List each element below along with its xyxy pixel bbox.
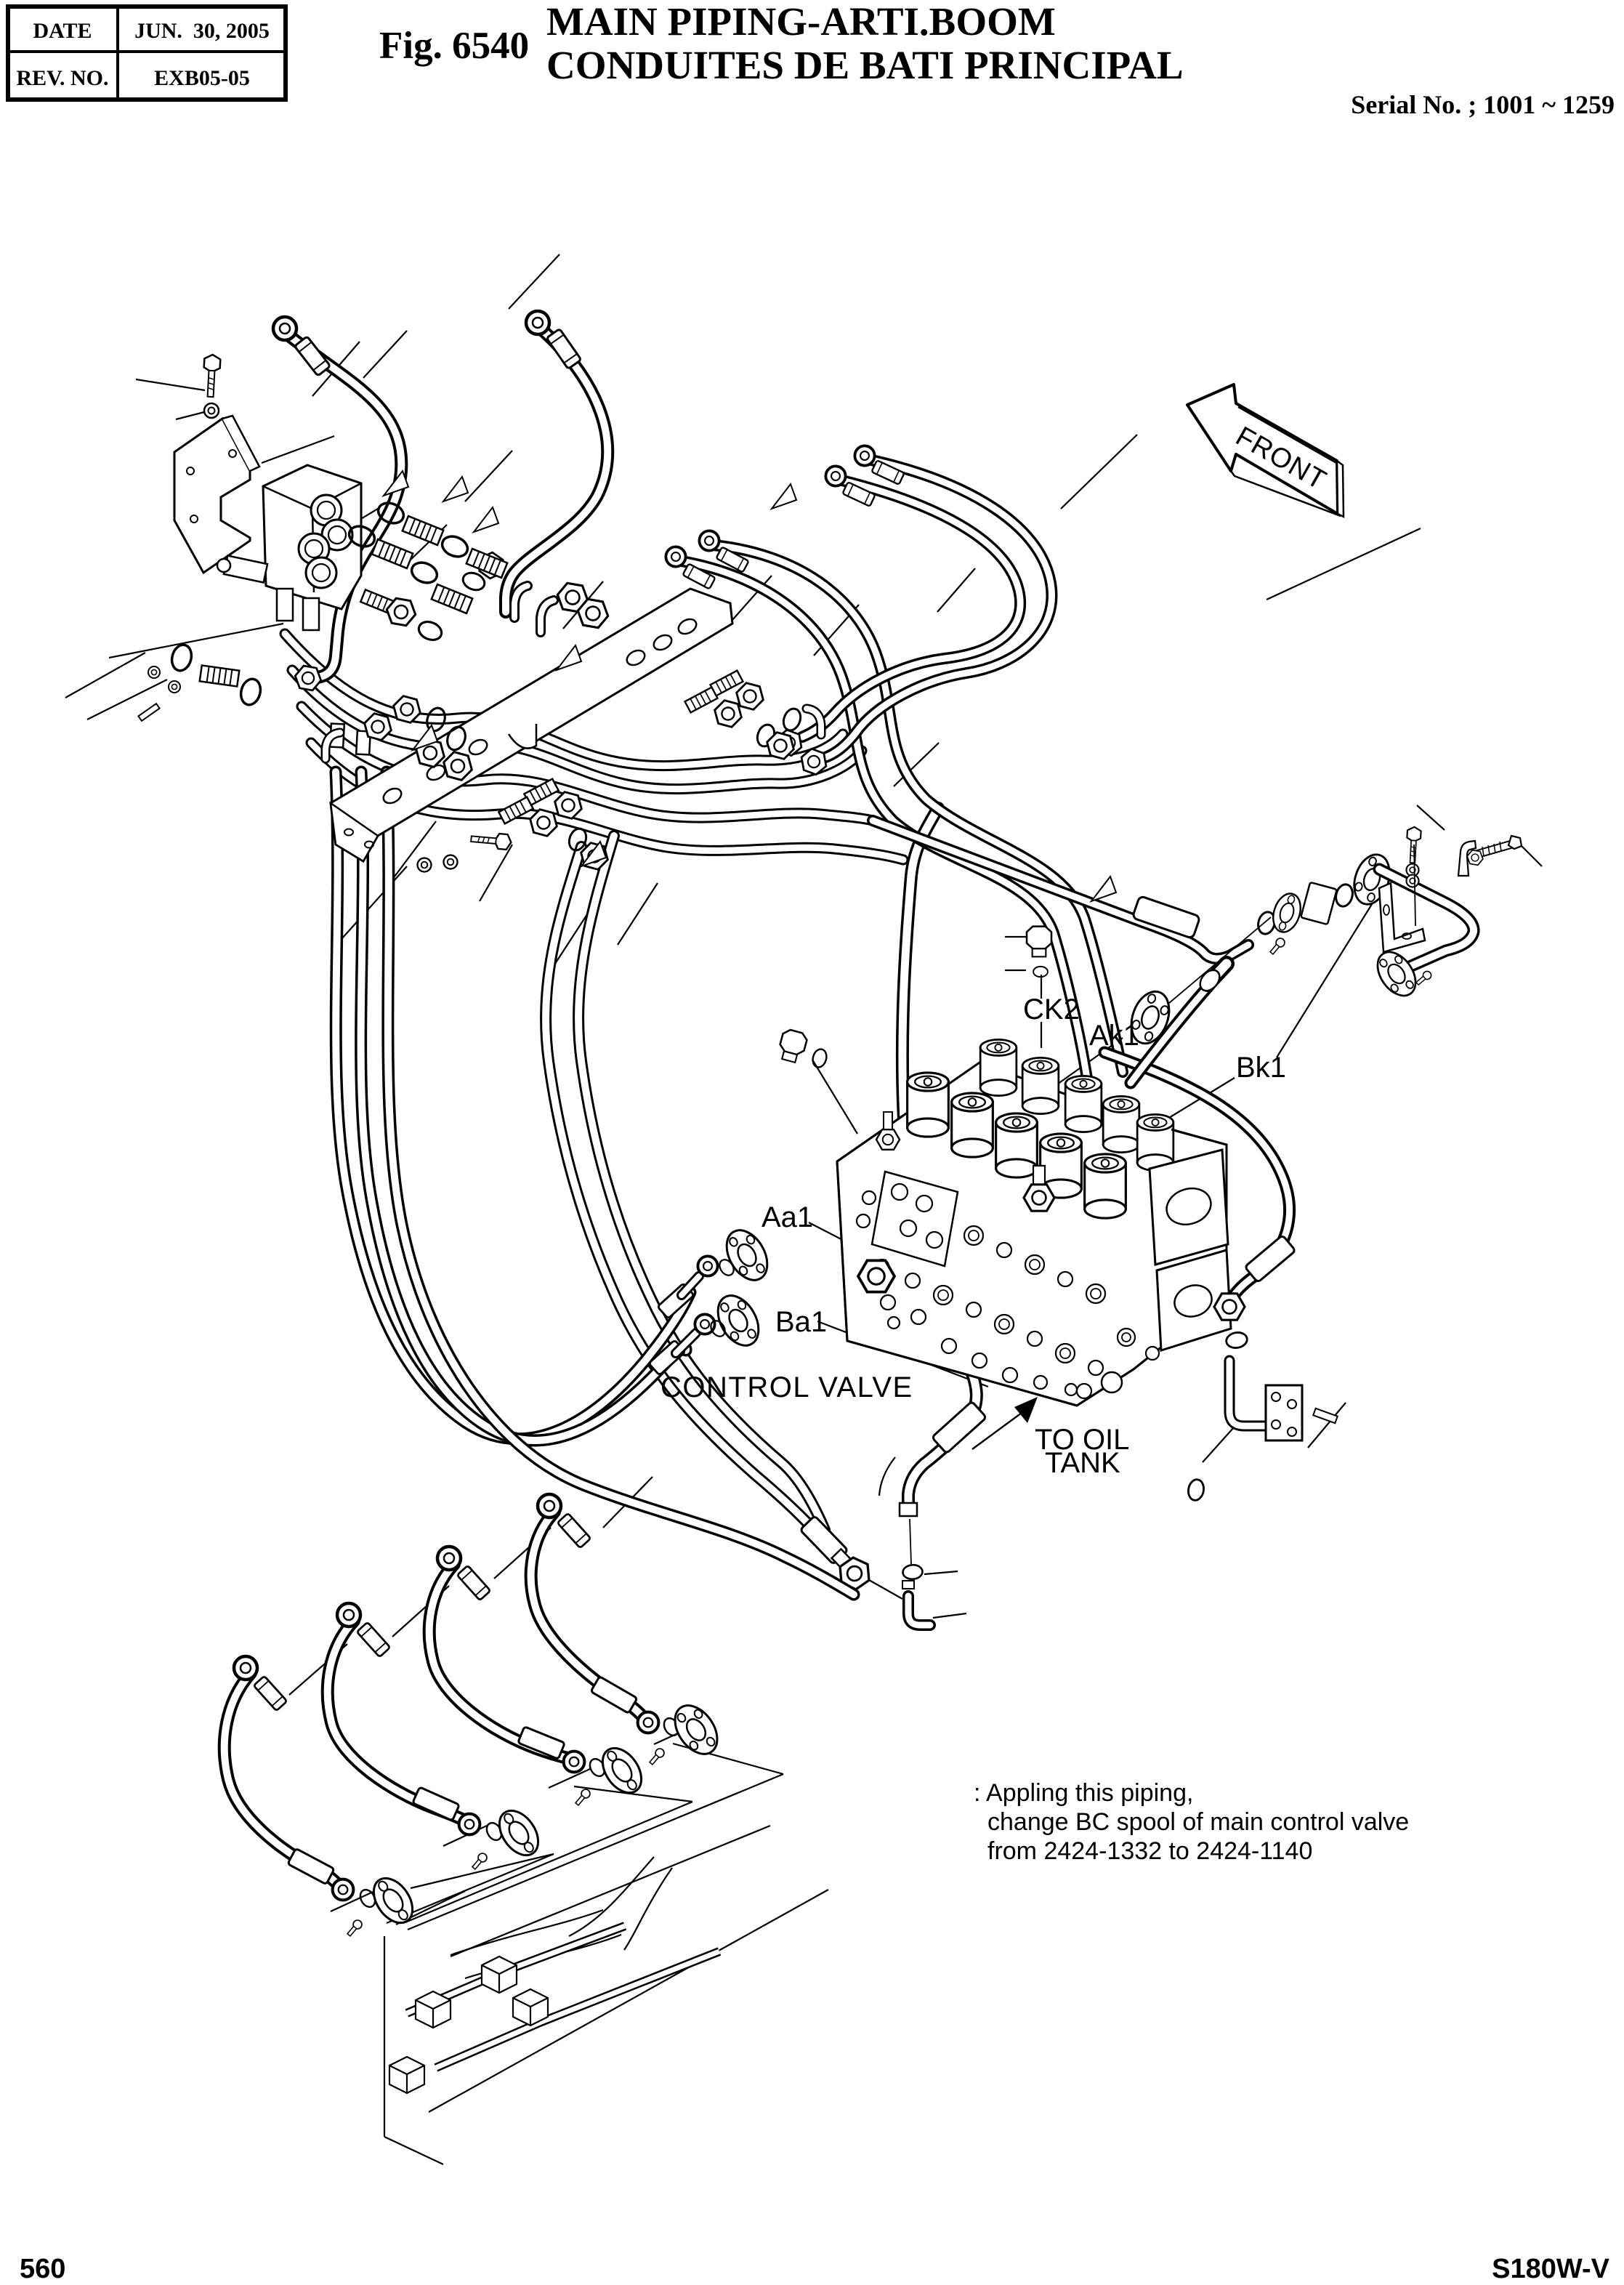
- svg-text:EXB05-05: EXB05-05: [154, 66, 250, 90]
- svg-text:from 2424-1332 to 2424-1140: from 2424-1332 to 2424-1140: [987, 1837, 1312, 1865]
- svg-text:TANK: TANK: [1045, 1447, 1120, 1479]
- svg-text:CONDUITES DE BATI PRINCIPAL: CONDUITES DE BATI PRINCIPAL: [546, 43, 1184, 87]
- svg-text:REV. NO.: REV. NO.: [17, 66, 109, 90]
- svg-text:JUN. 30, 2005: JUN. 30, 2005: [134, 19, 270, 43]
- svg-text:DATE: DATE: [33, 19, 92, 43]
- svg-text:CONTROL VALVE: CONTROL VALVE: [660, 1371, 913, 1403]
- svg-text:change BC spool of main contro: change BC spool of main control valve: [987, 1808, 1409, 1836]
- svg-text:MAIN PIPING-ARTI.BOOM: MAIN PIPING-ARTI.BOOM: [546, 0, 1056, 44]
- svg-text:S180W-V: S180W-V: [1492, 2254, 1610, 2281]
- svg-text:: Appling this piping,: : Appling this piping,: [974, 1779, 1193, 1807]
- svg-text:Serial No. ; 1001 ~ 1259: Serial No. ; 1001 ~ 1259: [1351, 90, 1615, 119]
- svg-text:Fig. 6540: Fig. 6540: [379, 25, 529, 67]
- svg-text:TO OIL: TO OIL: [1035, 1424, 1129, 1456]
- svg-text:Ak1: Ak1: [1089, 1020, 1139, 1052]
- svg-text:Ba1: Ba1: [775, 1306, 827, 1338]
- svg-text:560: 560: [20, 2254, 65, 2281]
- svg-text:Aa1: Aa1: [761, 1201, 813, 1233]
- svg-text:Bk1: Bk1: [1236, 1052, 1286, 1084]
- svg-text:CK2: CK2: [1023, 994, 1080, 1025]
